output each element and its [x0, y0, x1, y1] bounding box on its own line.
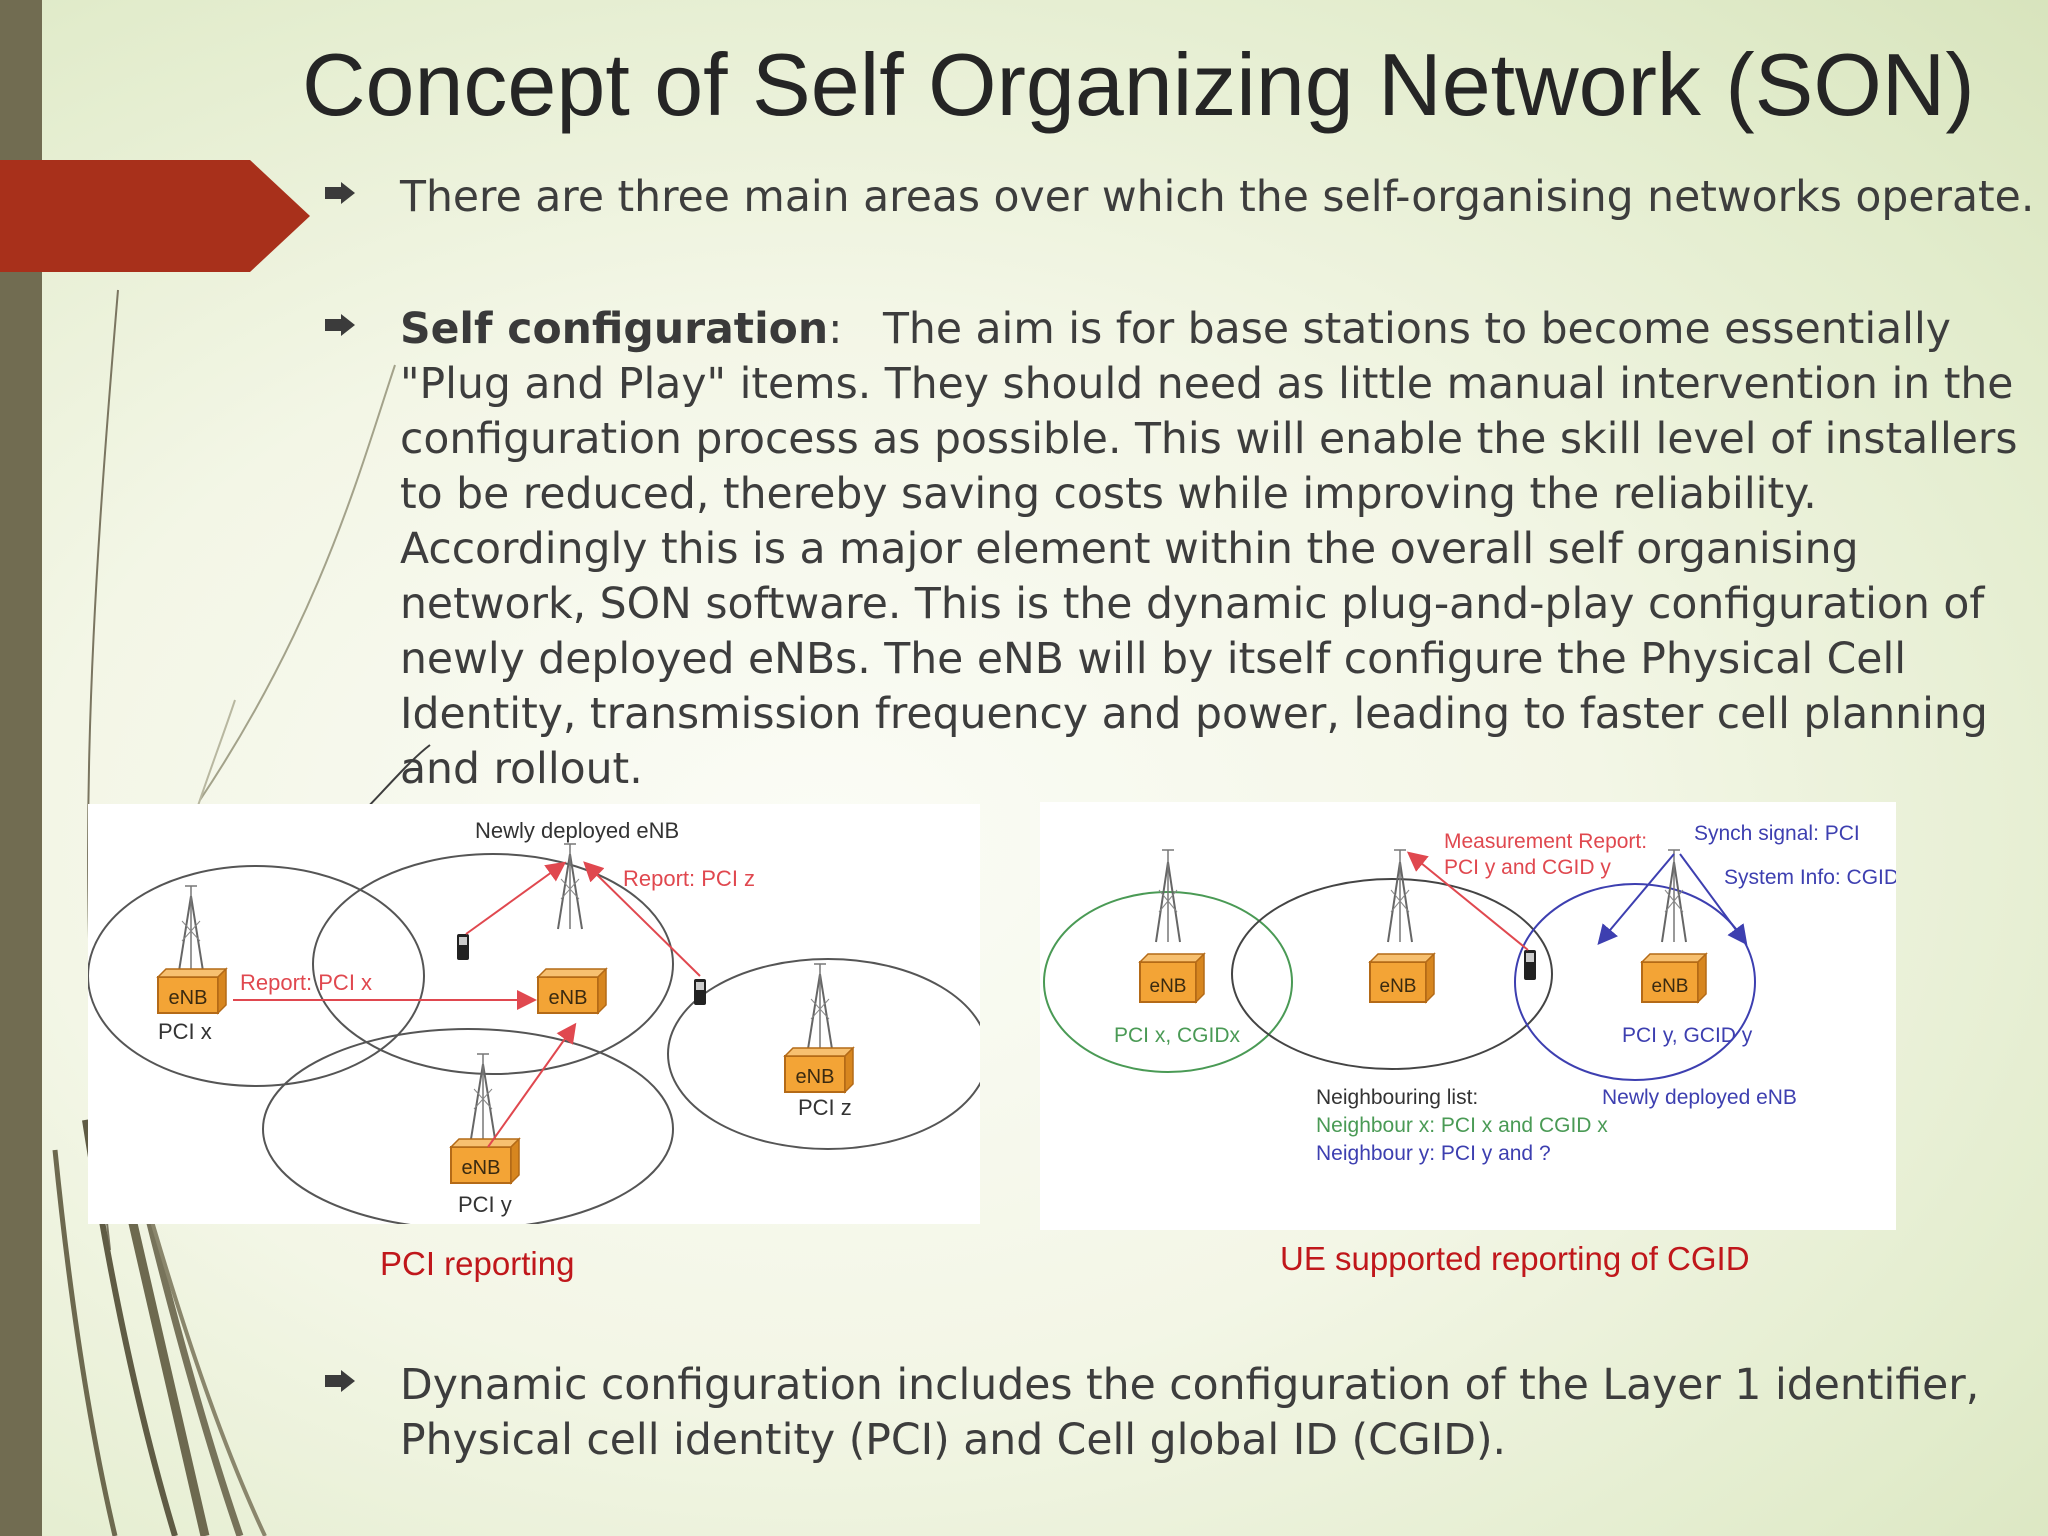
arrow-bullet-icon — [325, 1370, 355, 1392]
cell-ellipse — [1231, 878, 1553, 1070]
left-diagram-caption: PCI reporting — [380, 1245, 575, 1282]
pci-y-gcid-label: PCI y, GCID y — [1622, 1024, 1753, 1047]
pci-z-label: PCI z — [798, 1095, 852, 1120]
enb-label: eNB — [462, 1157, 501, 1179]
cell-ellipse — [87, 865, 425, 1087]
enb-label: eNB — [1380, 976, 1417, 997]
report-pci-x-label: Report: PCI x — [240, 970, 372, 995]
pci-y-label: PCI y — [458, 1192, 512, 1217]
right-diagram-caption: UE supported reporting of CGID — [1280, 1240, 1750, 1277]
enb-label: eNB — [1150, 976, 1187, 997]
bullet-text: Self configuration: The aim is for base … — [400, 302, 2040, 797]
measurement-report-value: PCI y and CGID y — [1444, 856, 1611, 879]
slide-title: Concept of Self Organizing Network (SON) — [302, 35, 1975, 134]
arrow-bullet-icon — [325, 182, 355, 204]
newly-deployed-label: Newly deployed eNB — [1602, 1086, 1797, 1109]
enb-label: eNB — [1652, 976, 1689, 997]
cgid-reporting-diagram: Measurement Report: PCI y and CGID y Syn… — [1040, 802, 1899, 1230]
enb-label: eNB — [796, 1066, 835, 1088]
label-separator: : — [828, 305, 843, 354]
enb-label: eNB — [549, 987, 588, 1009]
neighbour-x-label: Neighbour x: PCI x and CGID x — [1316, 1114, 1608, 1137]
pci-x-label: PCI x — [158, 1019, 212, 1044]
arrow-bullet-icon — [325, 314, 355, 336]
measurement-report-label: Measurement Report: — [1444, 830, 1647, 853]
cell-ellipse — [1514, 883, 1756, 1081]
bullet-text: There are three main areas over which th… — [400, 173, 2035, 222]
cell-ellipse — [312, 853, 674, 1075]
system-info-label: System Info: CGID — [1724, 866, 1896, 889]
pci-x-cgid-label: PCI x, CGIDx — [1114, 1024, 1241, 1047]
bullet-body: The aim is for base stations to become e… — [400, 305, 2018, 794]
newly-deployed-label: Newly deployed eNB — [475, 818, 679, 843]
report-pci-z-label: Report: PCI z — [623, 866, 755, 891]
bullet-text: Dynamic configuration includes the confi… — [400, 1361, 1980, 1465]
neighbouring-list-label: Neighbouring list: — [1316, 1086, 1478, 1109]
bullet-bold-label: Self configuration — [400, 305, 829, 354]
neighbour-y-label: Neighbour y: PCI y and ? — [1316, 1142, 1551, 1165]
red-pointer-shape — [0, 160, 310, 272]
pci-reporting-diagram: Newly deployed eNB Report: PCI z Report:… — [87, 804, 989, 1230]
synch-signal-label: Synch signal: PCI — [1694, 822, 1860, 845]
enb-label: eNB — [169, 987, 208, 1009]
